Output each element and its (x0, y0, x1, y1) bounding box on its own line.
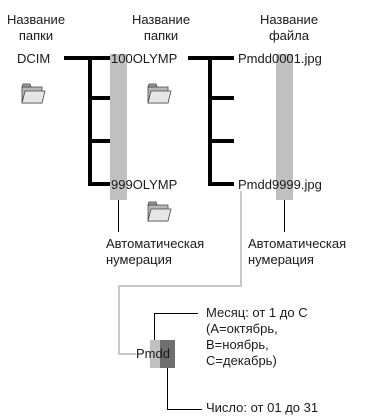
folder-icon (147, 201, 172, 222)
numbering-highlight-files (276, 54, 293, 200)
label-line: Автоматическая (248, 236, 347, 251)
header-folder-name-2: Название папки (132, 12, 190, 44)
month-note-line: C=декабрь) (206, 353, 277, 368)
pointer-line-1 (118, 200, 119, 232)
file-first-label: Pmdd0001.jpg (238, 51, 322, 66)
connector-root (64, 56, 92, 60)
subfolder-last-label: 999OLYMP (111, 177, 178, 192)
prefix-connector-horizontal (118, 285, 242, 287)
auto-numbering-label-1: Автоматическая нумерация (106, 236, 204, 268)
prefix-m: m (144, 346, 156, 361)
branch-3 (88, 139, 110, 143)
branch-file-2 (208, 96, 234, 100)
header-line: Название (131, 12, 191, 27)
month-pointer-horizontal (154, 313, 198, 314)
tree-trunk-folders (88, 56, 92, 186)
branch-file-first (208, 56, 234, 60)
header-line: папки (18, 28, 54, 43)
header-file-name: Название файла (260, 12, 318, 44)
branch-file-last (208, 182, 234, 186)
branch-999olymp (88, 182, 110, 186)
month-note: Месяц: от 1 до C (A=октябрь, B=ноябрь, C… (206, 305, 308, 369)
day-highlight (160, 340, 175, 368)
root-folder-label: DCIM (17, 51, 51, 66)
auto-numbering-label-2: Автоматическая нумерация (248, 236, 346, 268)
prefix-connector-end (118, 353, 136, 355)
day-pointer-horizontal (167, 409, 202, 410)
header-line: Название (6, 12, 66, 27)
connector-subfolder (188, 56, 212, 60)
file-last-label: Pmdd9999.jpg (238, 177, 322, 192)
day-note: Число: от 01 до 31 (206, 400, 319, 415)
header-line: Название (259, 12, 319, 27)
pointer-line-2 (284, 200, 285, 232)
label-line: нумерация (248, 252, 314, 267)
day-pointer-vertical (167, 368, 168, 410)
month-highlight (150, 340, 160, 368)
prefix-pmdd: Pmdd (136, 346, 170, 362)
folder-icon (147, 83, 172, 104)
subfolder-first-label: 100OLYMP (111, 51, 178, 66)
branch-file-3 (208, 139, 234, 143)
prefix-connector-vertical (240, 191, 242, 287)
prefix-p: P (136, 346, 145, 361)
folder-icon (21, 83, 46, 104)
label-line: нумерация (106, 252, 172, 267)
header-line: папки (143, 28, 179, 43)
branch-2 (88, 96, 110, 100)
label-line: Автоматическая (106, 236, 205, 251)
numbering-highlight-folders (110, 54, 127, 200)
month-note-line: (A=октябрь, (206, 321, 278, 336)
month-note-line: Месяц: от 1 до C (206, 305, 308, 320)
prefix-dd: dd (155, 346, 170, 361)
header-folder-name-1: Название папки (7, 12, 65, 44)
tree-trunk-files (208, 56, 212, 186)
month-pointer-vertical (154, 313, 155, 340)
month-note-line: B=ноябрь, (206, 337, 269, 352)
branch-100olymp (88, 56, 110, 60)
prefix-connector-down (118, 285, 120, 355)
header-line: файла (268, 28, 309, 43)
